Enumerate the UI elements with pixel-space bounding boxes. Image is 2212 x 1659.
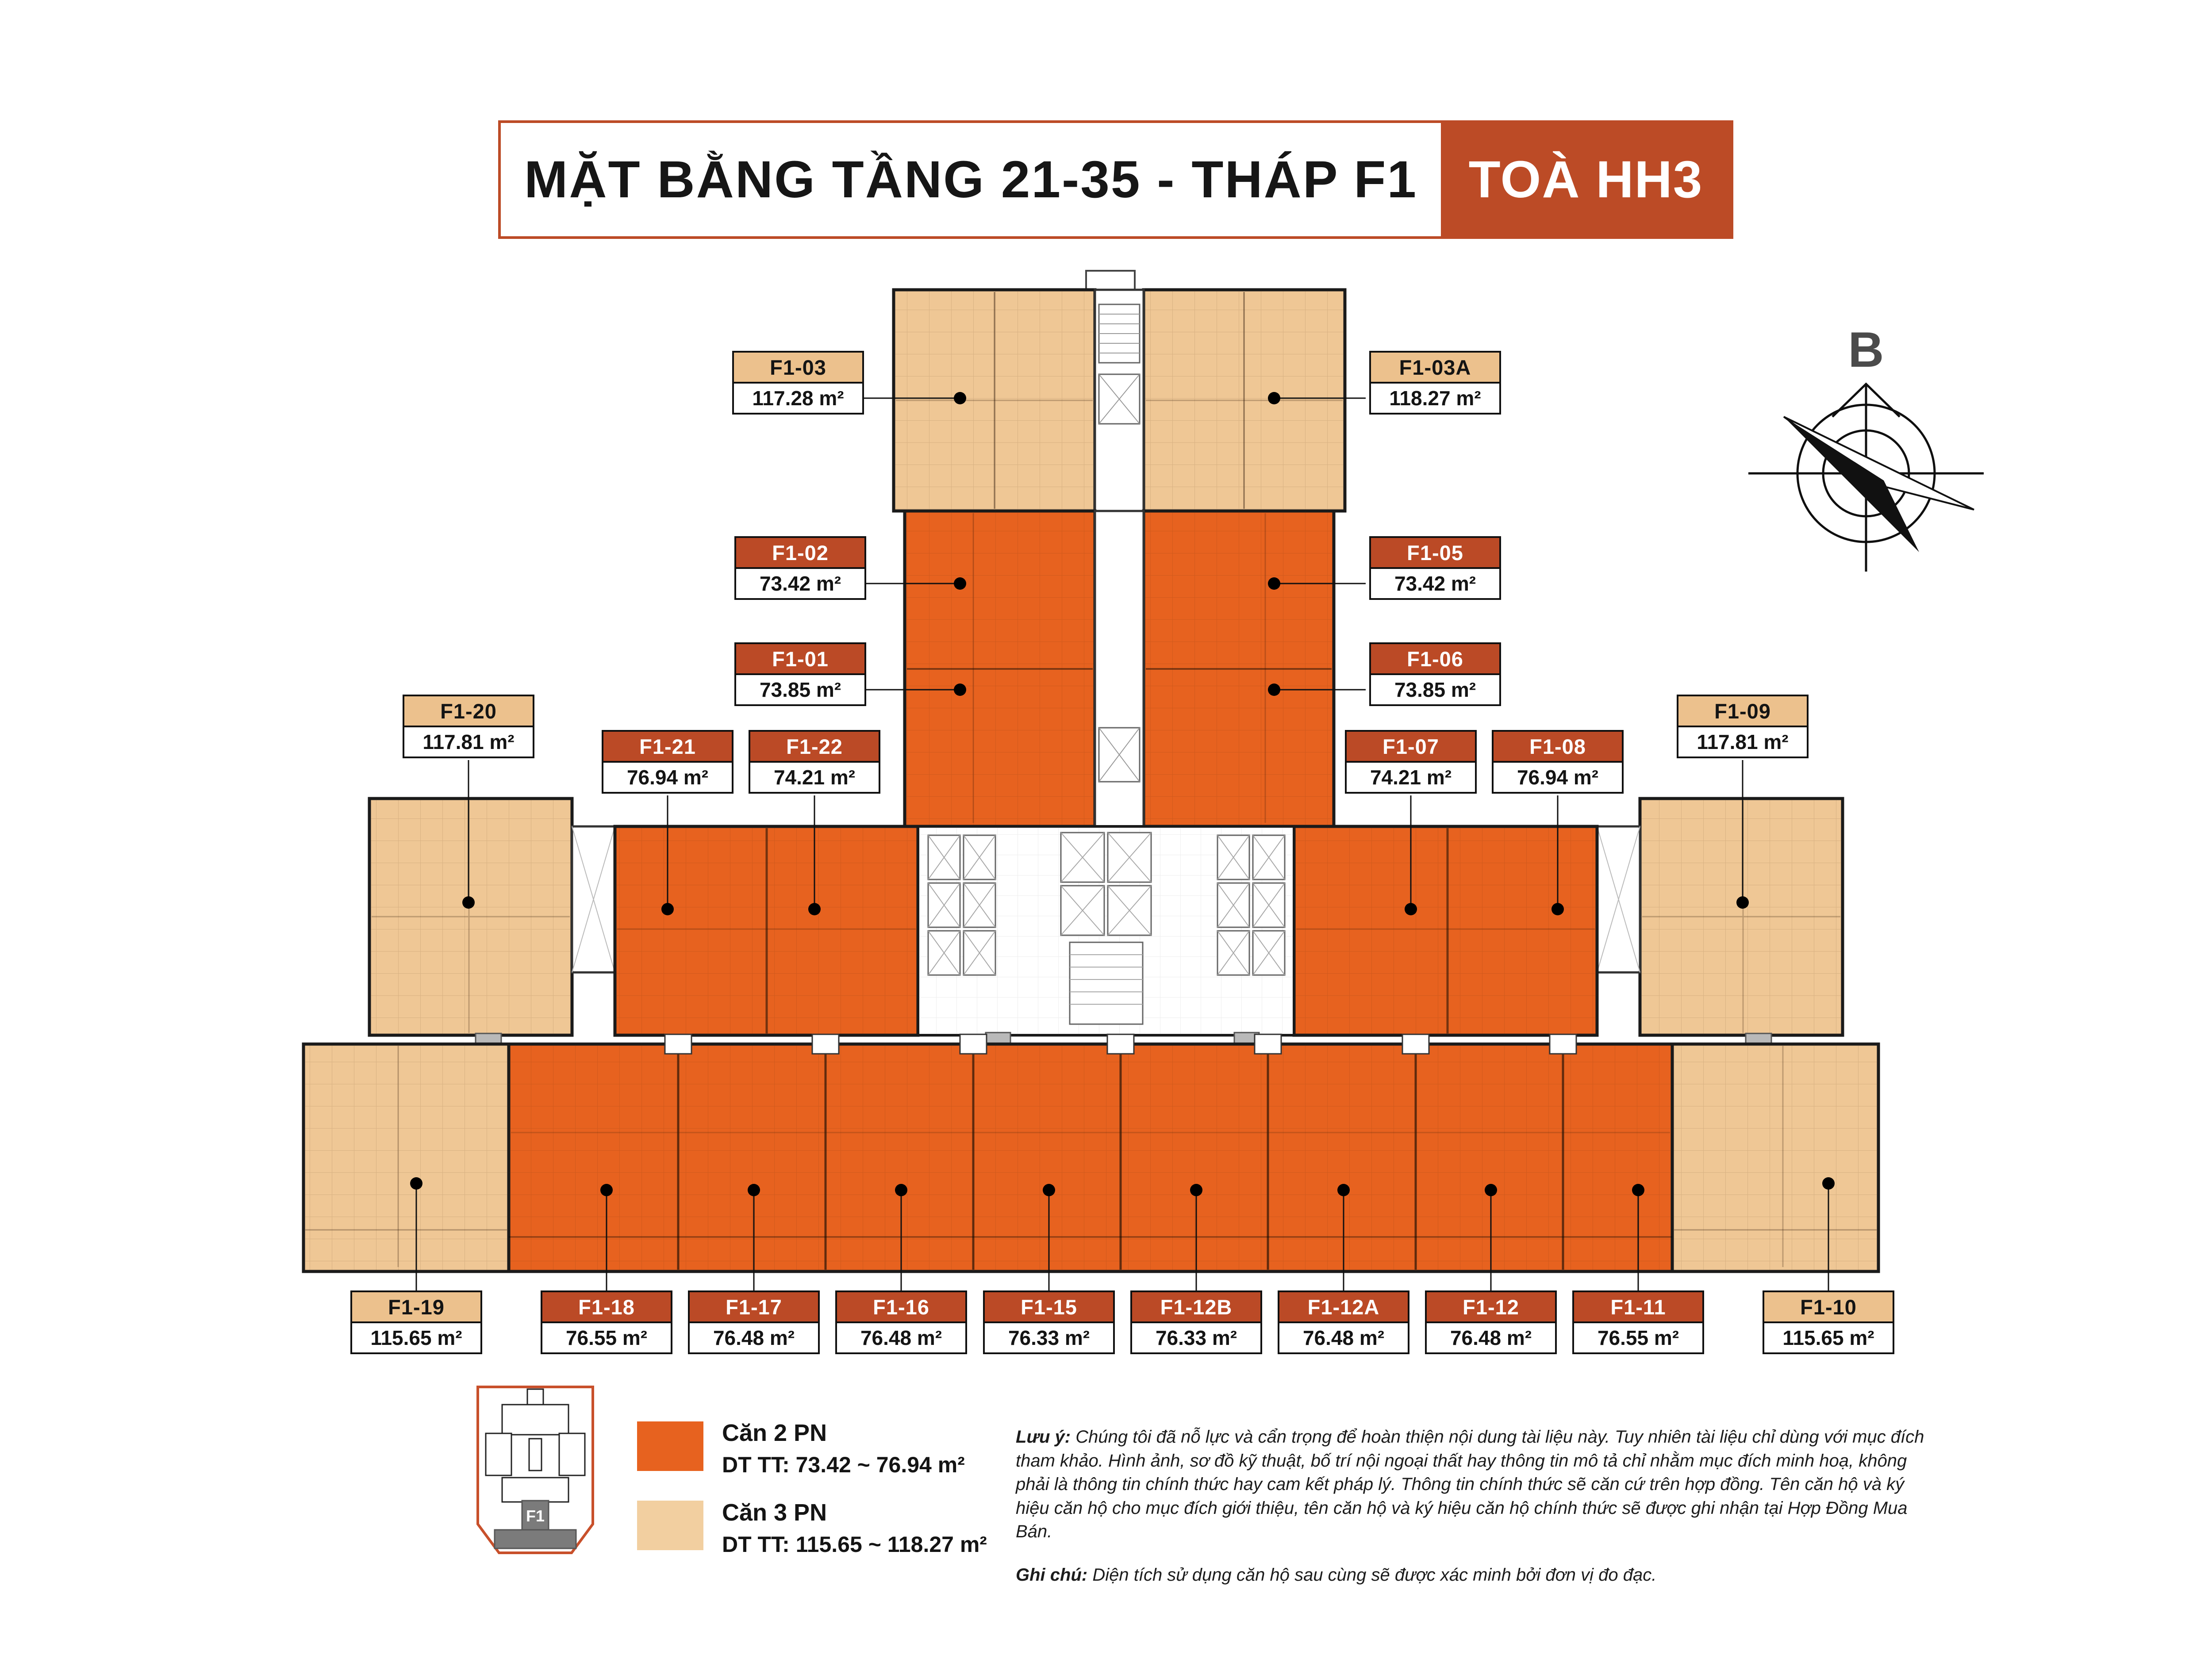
unit-area: 115.65 m² bbox=[1764, 1323, 1893, 1352]
unit-area: 117.81 m² bbox=[404, 727, 533, 757]
unit-area: 76.48 m² bbox=[1427, 1323, 1555, 1352]
legend-range-3pn: DT TT: 115.65 ~ 118.27 m² bbox=[722, 1532, 987, 1557]
unit-area: 76.94 m² bbox=[1494, 763, 1622, 792]
building-bottom-bar bbox=[302, 1032, 1880, 1273]
leader-lines bbox=[415, 397, 1829, 1290]
unit-area: 74.21 m² bbox=[1347, 763, 1475, 792]
unit-id: F1-22 bbox=[750, 732, 879, 763]
unit-id: F1-12B bbox=[1132, 1292, 1260, 1323]
unit-area: 73.42 m² bbox=[736, 569, 864, 598]
unit-area: 76.48 m² bbox=[1279, 1323, 1408, 1352]
unit-area: 118.27 m² bbox=[1371, 384, 1499, 413]
unit-id: F1-06 bbox=[1371, 644, 1499, 675]
unit-id: F1-09 bbox=[1678, 696, 1807, 727]
unit-area: 117.28 m² bbox=[734, 384, 862, 413]
unit-id: F1-03 bbox=[734, 353, 862, 384]
unit-area: 76.33 m² bbox=[985, 1323, 1113, 1352]
unit-id: F1-07 bbox=[1347, 732, 1475, 763]
leader-dots bbox=[410, 392, 1835, 1196]
unit-id: F1-20 bbox=[404, 696, 533, 727]
building-top-wing bbox=[892, 270, 1347, 513]
unit-id: F1-16 bbox=[837, 1292, 965, 1323]
keyplan-icon bbox=[476, 1386, 594, 1554]
page-title-bar: MẶT BẰNG TẦNG 21-35 - THÁP F1 TOÀ HH3 bbox=[498, 120, 1733, 239]
unit-id: F1-02 bbox=[736, 538, 864, 569]
unit-area: 73.85 m² bbox=[736, 675, 864, 704]
note-luu-y: Lưu ý: Chúng tôi đã nỗ lực và cẩn trọng … bbox=[1016, 1425, 1936, 1544]
note-luu-y-label: Lưu ý: bbox=[1016, 1427, 1071, 1447]
unit-id: F1-08 bbox=[1494, 732, 1622, 763]
keyplan-tower-label: F1 bbox=[526, 1507, 545, 1525]
unit-id: F1-01 bbox=[736, 644, 864, 675]
note-ghi-chu-text: Diện tích sử dụng căn hộ sau cùng sẽ đượ… bbox=[1087, 1565, 1657, 1585]
unit-area: 117.81 m² bbox=[1678, 727, 1807, 757]
unit-area: 76.33 m² bbox=[1132, 1323, 1260, 1352]
unit-id: F1-11 bbox=[1574, 1292, 1702, 1323]
building-badge: TOÀ HH3 bbox=[1441, 123, 1731, 236]
compass-icon bbox=[1748, 382, 1984, 572]
note-ghi-chu-label: Ghi chú: bbox=[1016, 1565, 1088, 1585]
unit-id: F1-05 bbox=[1371, 538, 1499, 569]
legend-name-2pn: Căn 2 PN bbox=[722, 1420, 827, 1446]
compass-north-label: B bbox=[1848, 322, 1884, 377]
unit-area: 76.48 m² bbox=[837, 1323, 965, 1352]
page-title: MẶT BẰNG TẦNG 21-35 - THÁP F1 bbox=[524, 150, 1417, 209]
unit-id: F1-03A bbox=[1371, 353, 1499, 384]
unit-id: F1-19 bbox=[352, 1292, 480, 1323]
unit-area: 76.48 m² bbox=[690, 1323, 818, 1352]
note-luu-y-text: Chúng tôi đã nỗ lực và cẩn trọng để hoàn… bbox=[1016, 1427, 1924, 1542]
legend-name-3pn: Căn 3 PN bbox=[722, 1499, 827, 1526]
unit-id: F1-12 bbox=[1427, 1292, 1555, 1323]
legend-swatch-2pn bbox=[637, 1421, 703, 1471]
unit-area: 74.21 m² bbox=[750, 763, 879, 792]
unit-area: 76.94 m² bbox=[603, 763, 732, 792]
legend-swatch-3pn bbox=[637, 1501, 703, 1550]
unit-id: F1-21 bbox=[603, 732, 732, 763]
legend-range-2pn: DT TT: 73.42 ~ 76.94 m² bbox=[722, 1452, 965, 1477]
unit-id: F1-10 bbox=[1764, 1292, 1893, 1323]
building-upper-towers bbox=[903, 509, 1336, 828]
unit-id: F1-12A bbox=[1279, 1292, 1408, 1323]
unit-area: 76.55 m² bbox=[1574, 1323, 1702, 1352]
unit-area: 76.55 m² bbox=[542, 1323, 671, 1352]
building-mid-band bbox=[368, 797, 1844, 1037]
unit-area: 73.85 m² bbox=[1371, 675, 1499, 704]
unit-area: 73.42 m² bbox=[1371, 569, 1499, 598]
unit-area: 115.65 m² bbox=[352, 1323, 480, 1352]
unit-id: F1-15 bbox=[985, 1292, 1113, 1323]
note-ghi-chu: Ghi chú: Diện tích sử dụng căn hộ sau cù… bbox=[1016, 1563, 1936, 1587]
unit-id: F1-18 bbox=[542, 1292, 671, 1323]
notes-block: Lưu ý: Chúng tôi đã nỗ lực và cẩn trọng … bbox=[1016, 1425, 1936, 1587]
unit-id: F1-17 bbox=[690, 1292, 818, 1323]
